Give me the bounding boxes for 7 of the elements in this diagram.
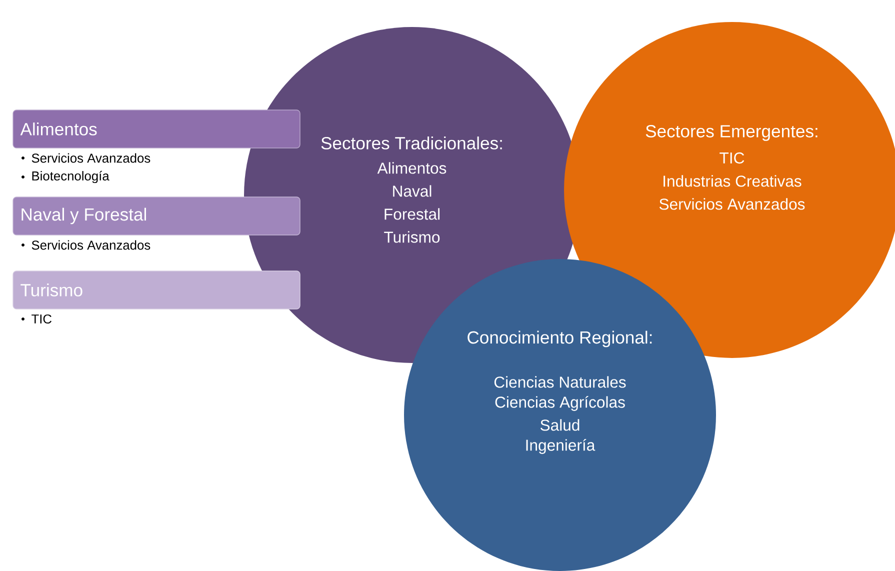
bullet-item: TIC (32, 314, 52, 324)
bullet-item: Servicios Avanzados (32, 153, 150, 163)
bullet-item: Biotecnología (32, 170, 110, 184)
title-bar: Alimentos (12, 110, 300, 148)
bullet-item: Servicios Avanzados (32, 240, 150, 250)
title-bar: Turismo (12, 270, 300, 310)
title-bar: Naval y Forestal (12, 196, 300, 236)
